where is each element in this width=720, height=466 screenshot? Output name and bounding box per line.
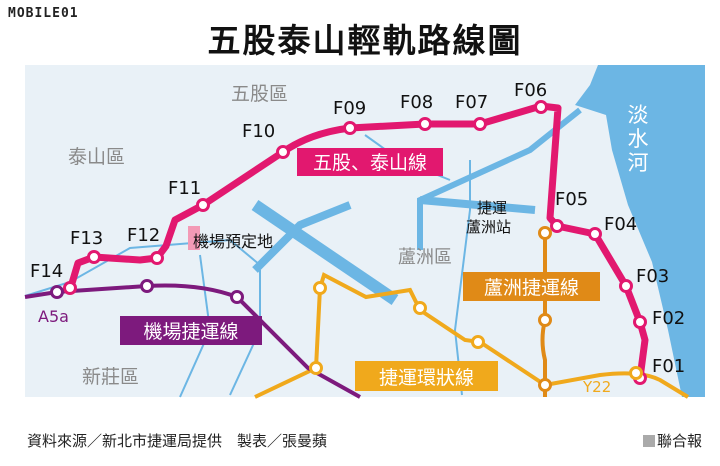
station-label-f12: F12 bbox=[127, 225, 160, 246]
airport-line-station bbox=[50, 285, 64, 299]
square-icon bbox=[642, 435, 655, 447]
station-label-f04: F04 bbox=[604, 214, 637, 235]
tamsui-river bbox=[575, 65, 705, 397]
circular-line-station bbox=[471, 335, 485, 349]
luzhou-line-label: 蘆洲捷運線 bbox=[484, 277, 579, 299]
district-xinzhuang: 新莊區 bbox=[82, 366, 139, 388]
station-label-f01: F01 bbox=[652, 356, 685, 377]
station-f04 bbox=[588, 227, 602, 241]
station-f05 bbox=[550, 219, 564, 233]
station-f08 bbox=[418, 117, 432, 131]
river-label-char: 水 bbox=[628, 127, 649, 151]
luzhou-line-station bbox=[538, 378, 552, 392]
station-label-f11: F11 bbox=[168, 178, 201, 199]
station-label-f05: F05 bbox=[555, 189, 588, 210]
district-luzhou: 蘆洲區 bbox=[398, 247, 452, 268]
luzhou-station-label-2: 蘆洲站 bbox=[466, 218, 511, 236]
district-wugu: 五股區 bbox=[231, 83, 288, 105]
page-title: 五股泰山輕軌路線圖 bbox=[207, 21, 523, 60]
circular-line-station bbox=[413, 301, 427, 315]
circular-line-station bbox=[309, 361, 323, 375]
footer-source: 資料來源／新北市捷運局提供 製表／張曼蘋 bbox=[27, 432, 328, 450]
station-label-f06: F06 bbox=[514, 80, 547, 101]
wugu-taishan-line-label-box bbox=[297, 148, 443, 176]
station-f10 bbox=[276, 145, 290, 159]
station-label-f03: F03 bbox=[636, 266, 669, 287]
airport-site-label: 機場預定地 bbox=[193, 232, 273, 251]
station-label-f02: F02 bbox=[652, 308, 685, 329]
station-f11 bbox=[196, 198, 210, 212]
station-label-f10: F10 bbox=[242, 121, 275, 142]
airport-line-station bbox=[140, 279, 154, 293]
station-label-f07: F07 bbox=[455, 92, 488, 113]
circular-line-label-box bbox=[355, 361, 498, 391]
stations bbox=[50, 100, 647, 392]
district-taishan: 泰山區 bbox=[68, 146, 125, 168]
airport-line-station bbox=[230, 290, 244, 304]
circular-line-path bbox=[254, 272, 690, 399]
station-label-f14: F14 bbox=[30, 261, 63, 282]
luzhou-line-station bbox=[538, 313, 552, 327]
mobile01-logo: MOBILE01 bbox=[8, 6, 79, 21]
station-f14 bbox=[63, 281, 77, 295]
station-label-f13: F13 bbox=[70, 228, 103, 249]
luzhou-line-station bbox=[538, 226, 552, 240]
luzhou-line-label-box bbox=[463, 272, 600, 301]
luzhou-station-label-1: 捷運 bbox=[477, 199, 507, 217]
station-f07 bbox=[473, 117, 487, 131]
station-label-f08: F08 bbox=[400, 92, 433, 113]
footer-publisher: 聯合報 bbox=[642, 430, 702, 451]
circular-line-station bbox=[313, 281, 327, 295]
airport-site-area bbox=[188, 226, 200, 250]
river-label-char: 淡 bbox=[628, 103, 649, 127]
river-label-char: 河 bbox=[628, 151, 649, 175]
station-f02 bbox=[633, 315, 647, 329]
wugu-taishan-line-label: 五股、泰山線 bbox=[313, 152, 427, 174]
station-f13 bbox=[87, 250, 101, 264]
airport-line-label: 機場捷運線 bbox=[143, 321, 238, 343]
station-label-y22: Y22 bbox=[582, 378, 611, 396]
station-label-f09: F09 bbox=[333, 98, 366, 119]
publisher-label: 聯合報 bbox=[656, 432, 702, 450]
station-f12 bbox=[150, 251, 164, 265]
station-f06 bbox=[534, 100, 548, 114]
station-f09 bbox=[343, 121, 357, 135]
station-label-a5a: A5a bbox=[38, 307, 69, 326]
circular-line-station bbox=[629, 366, 643, 380]
circular-line-label: 捷運環狀線 bbox=[379, 367, 474, 389]
airport-line-label-box bbox=[120, 316, 262, 345]
station-f03 bbox=[619, 279, 633, 293]
